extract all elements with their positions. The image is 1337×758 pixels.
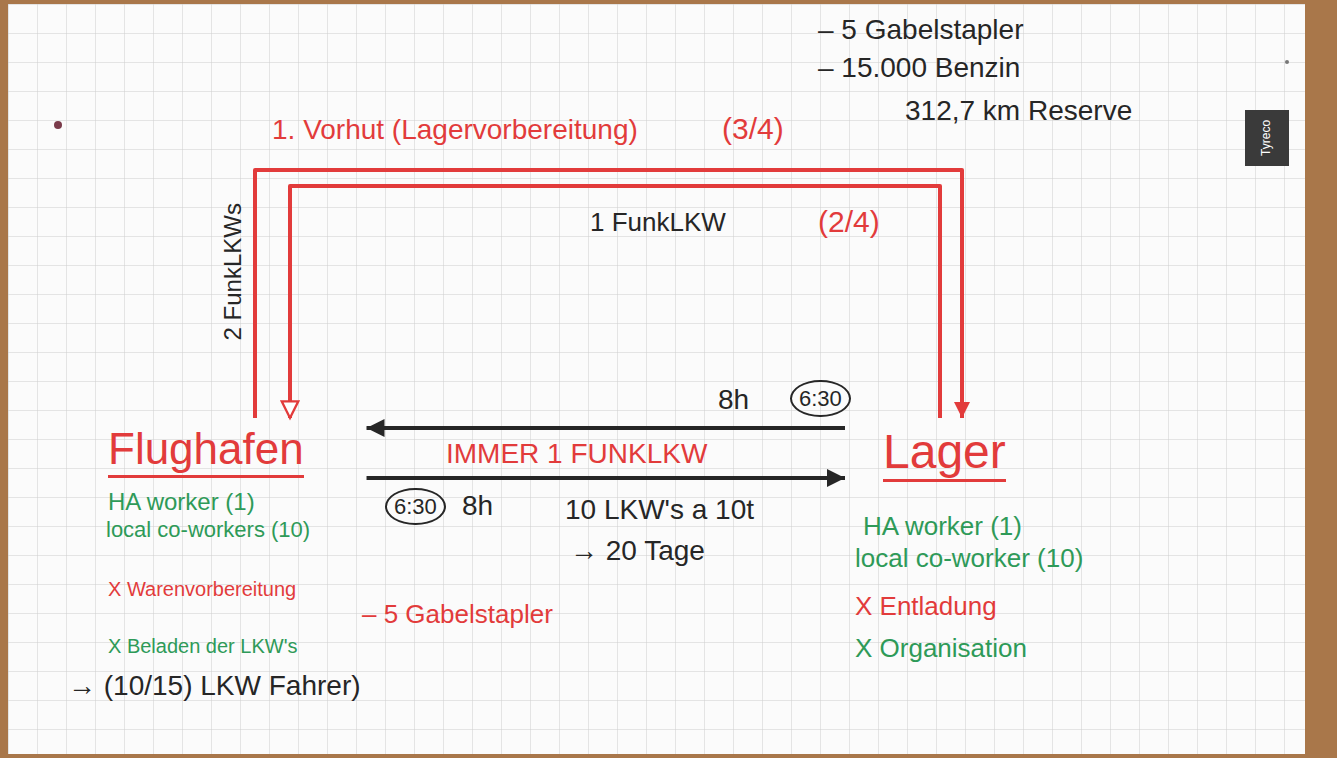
note-label: IMMER 1 FUNKLKW: [446, 438, 707, 470]
connector-label: 1. Vorhut (Lagervorbereitung): [272, 114, 638, 146]
note-label: 312,7 km Reserve: [905, 95, 1132, 127]
route-arrow: [290, 186, 940, 418]
connector-label: 1 FunkLKW: [590, 208, 726, 238]
place-node: Flughafen HA worker (1)local co-workers (…: [62, 418, 367, 709]
place-note: HA worker (1): [863, 512, 1022, 542]
place-note: local co-workers (10): [106, 517, 310, 542]
note-label: – 5 Gabelstapler: [818, 14, 1023, 46]
place-note: X Entladung: [855, 592, 997, 622]
place-note: X Organisation: [855, 634, 1027, 664]
paper-sheet: [8, 4, 1305, 754]
note-label: 2 FunkLKWs: [218, 203, 246, 340]
route-arrow: [367, 476, 845, 480]
brand-tab: [1245, 110, 1289, 166]
connector-label: 8h: [462, 490, 493, 522]
note-label: (3/4): [722, 112, 784, 147]
paper-dot: [54, 121, 62, 129]
connector-label: 8h: [718, 384, 749, 416]
note-label: – 15.000 Benzin: [818, 52, 1020, 84]
time-badge: 6:30: [790, 380, 851, 417]
place-note: local co-worker (10): [855, 544, 1083, 574]
note-label: → 20 Tage: [570, 535, 705, 567]
time-badge: 6:30: [385, 488, 446, 525]
place-note: X Beladen der LKW's: [108, 635, 297, 658]
place-node: Lager HA worker (1)local co-worker (10) X …: [845, 418, 1089, 670]
place-note: HA worker (1): [108, 488, 255, 516]
note-label: Tyreco: [1260, 120, 1274, 156]
route-arrow: [255, 170, 962, 418]
paper-grid: [8, 4, 1305, 754]
place-note: X Warenvorbereitung: [108, 578, 296, 601]
place-note: → (10/15) LKW Fahrer): [68, 670, 361, 702]
route-arrow: [367, 426, 845, 430]
note-label: (2/4): [818, 205, 880, 240]
paper-dot: [1285, 60, 1289, 64]
place-title: Flughafen: [108, 424, 304, 478]
note-label: 10 LKW's a 10t: [565, 494, 754, 526]
note-label: – 5 Gabelstapler: [362, 600, 553, 630]
place-title: Lager: [883, 424, 1006, 482]
